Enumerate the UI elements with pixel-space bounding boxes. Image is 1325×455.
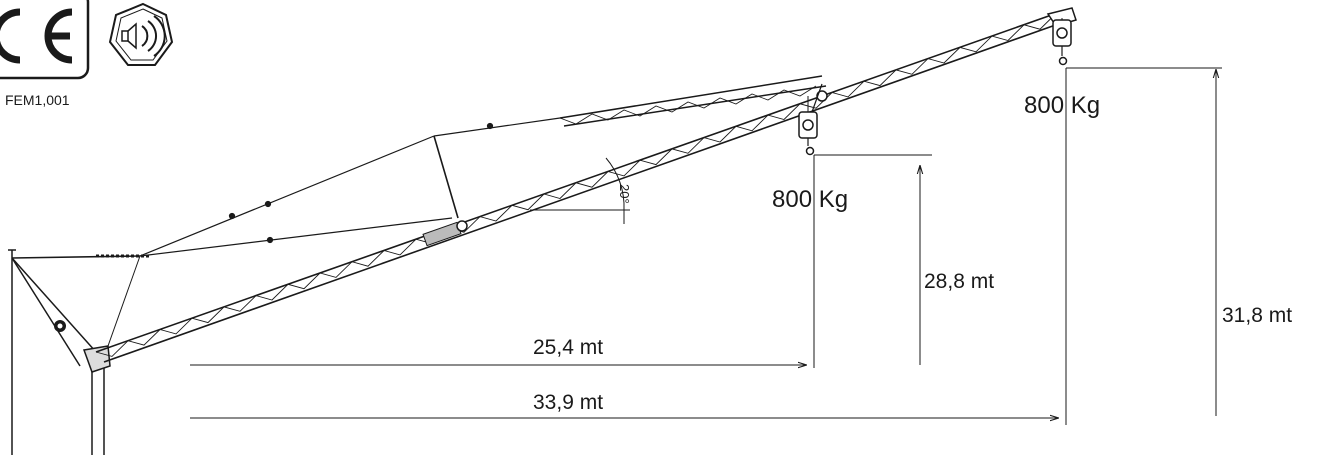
jib-angle-indicator: 20° — [530, 157, 632, 224]
jib-angle-label: 20° — [617, 184, 632, 204]
load-tip-label: 800 Kg — [1024, 92, 1100, 119]
tower-mast — [8, 249, 141, 455]
height-max-label: 31,8 mt — [1222, 304, 1292, 327]
radius-max-label: 33,9 mt — [533, 391, 603, 414]
hook-block-tip — [1052, 18, 1072, 66]
height-intermediate-label: 28,8 mt — [924, 270, 994, 293]
radius-intermediate-label: 25,4 mt — [533, 336, 603, 359]
hook-block-intermediate — [798, 96, 818, 156]
certification-code: FEM1,001 — [5, 92, 70, 108]
load-intermediate-label: 800 Kg — [772, 186, 848, 213]
main-jib — [95, 7, 1077, 363]
ce-mark-logo — [0, 0, 90, 80]
fly-jib — [559, 75, 827, 127]
sound-emission-icon — [108, 2, 174, 66]
guy-ropes — [96, 83, 823, 258]
dimension-lines — [190, 67, 1222, 425]
